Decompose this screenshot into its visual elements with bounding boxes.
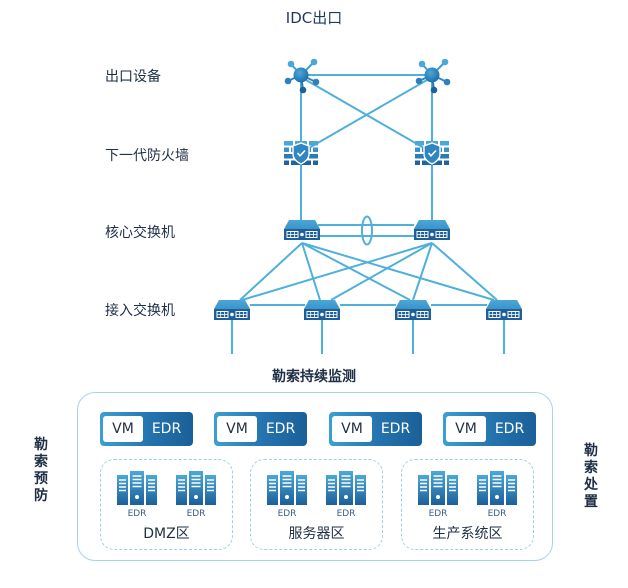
vm-edr-badge: VM EDR xyxy=(214,412,307,446)
network-links xyxy=(231,74,505,354)
edr-label: EDR xyxy=(380,421,411,437)
access-switch-icon xyxy=(394,299,432,321)
link-core1-access4 xyxy=(301,242,495,301)
side-char: 勒 xyxy=(584,443,598,459)
vm-label: VM xyxy=(446,416,486,442)
server-icon xyxy=(477,471,517,505)
side-char: 索 xyxy=(34,454,48,470)
vm-label: VM xyxy=(103,416,143,442)
server-caption: EDR xyxy=(127,509,147,519)
firewall-icon xyxy=(283,140,319,166)
server-icon xyxy=(176,471,216,505)
side-char: 预 xyxy=(34,471,48,487)
link-core2-access2 xyxy=(330,242,433,301)
server-icon xyxy=(117,471,157,505)
server-caption: EDR xyxy=(336,509,356,519)
layer-label-access-switch: 接入交换机 xyxy=(105,303,175,319)
server: EDR xyxy=(324,471,368,519)
diagram-title: IDC出口 xyxy=(285,9,343,27)
zone-dmz: EDR EDR DMZ区 xyxy=(100,459,233,550)
server: EDR xyxy=(475,471,519,519)
link-core1-access2 xyxy=(301,242,321,301)
layer-label-firewall: 下一代防火墙 xyxy=(105,148,189,164)
side-label-prevention: 勒 索 预 防 xyxy=(33,437,49,505)
side-char: 索 xyxy=(584,460,598,476)
vm-edr-badge: VM EDR xyxy=(443,412,536,446)
zone-name: 服务器区 xyxy=(288,526,345,542)
zone-name: DMZ区 xyxy=(143,526,190,542)
monitoring-container xyxy=(77,392,553,561)
link-core2-access4 xyxy=(431,242,498,301)
link-core1-access1 xyxy=(239,242,303,301)
link-aggregation-ring xyxy=(361,215,373,246)
layer-label-egress: 出口设备 xyxy=(105,69,161,85)
vm-label: VM xyxy=(332,416,372,442)
server: EDR xyxy=(115,471,159,519)
server-caption: EDR xyxy=(277,509,297,519)
side-char: 处 xyxy=(584,477,598,493)
vm-label: VM xyxy=(217,416,257,442)
server: EDR xyxy=(416,471,460,519)
server-icon xyxy=(418,471,458,505)
server: EDR xyxy=(265,471,309,519)
access-switch-icon xyxy=(213,299,251,321)
server-caption: EDR xyxy=(186,509,206,519)
zone-production: EDR EDR 生产系统区 xyxy=(401,459,534,550)
core-switch-icon xyxy=(413,219,451,241)
link-core2-access3 xyxy=(412,242,433,301)
link-core1-access3 xyxy=(301,242,411,301)
vm-edr-badge: VM EDR xyxy=(329,412,422,446)
network-topology xyxy=(213,57,523,354)
side-char: 勒 xyxy=(34,437,48,453)
server-caption: EDR xyxy=(487,509,507,519)
zone-name: 生产系统区 xyxy=(432,526,503,542)
firewall-icon xyxy=(414,140,450,166)
access-switch-icon xyxy=(303,299,341,321)
link-router2-fw1 xyxy=(308,79,428,149)
access-switch-icon xyxy=(485,299,523,321)
link-core2-access1 xyxy=(241,242,433,301)
side-label-response: 勒 索 处 置 xyxy=(583,443,599,511)
server: EDR xyxy=(174,471,218,519)
zone-server: EDR EDR 服务器区 xyxy=(250,459,383,550)
edr-label: EDR xyxy=(265,421,296,437)
server-icon xyxy=(267,471,307,505)
vm-edr-badge: VM EDR xyxy=(100,412,193,446)
layer-label-core-switch: 核心交换机 xyxy=(105,225,175,241)
side-char: 防 xyxy=(34,488,48,504)
edr-label: EDR xyxy=(151,421,182,437)
monitor-title: 勒索持续监测 xyxy=(272,369,356,385)
core-switch-icon xyxy=(283,219,321,241)
edr-label: EDR xyxy=(494,421,525,437)
server-icon xyxy=(326,471,366,505)
link-router1-fw2 xyxy=(305,79,425,149)
side-char: 置 xyxy=(584,494,598,510)
server-caption: EDR xyxy=(428,509,448,519)
